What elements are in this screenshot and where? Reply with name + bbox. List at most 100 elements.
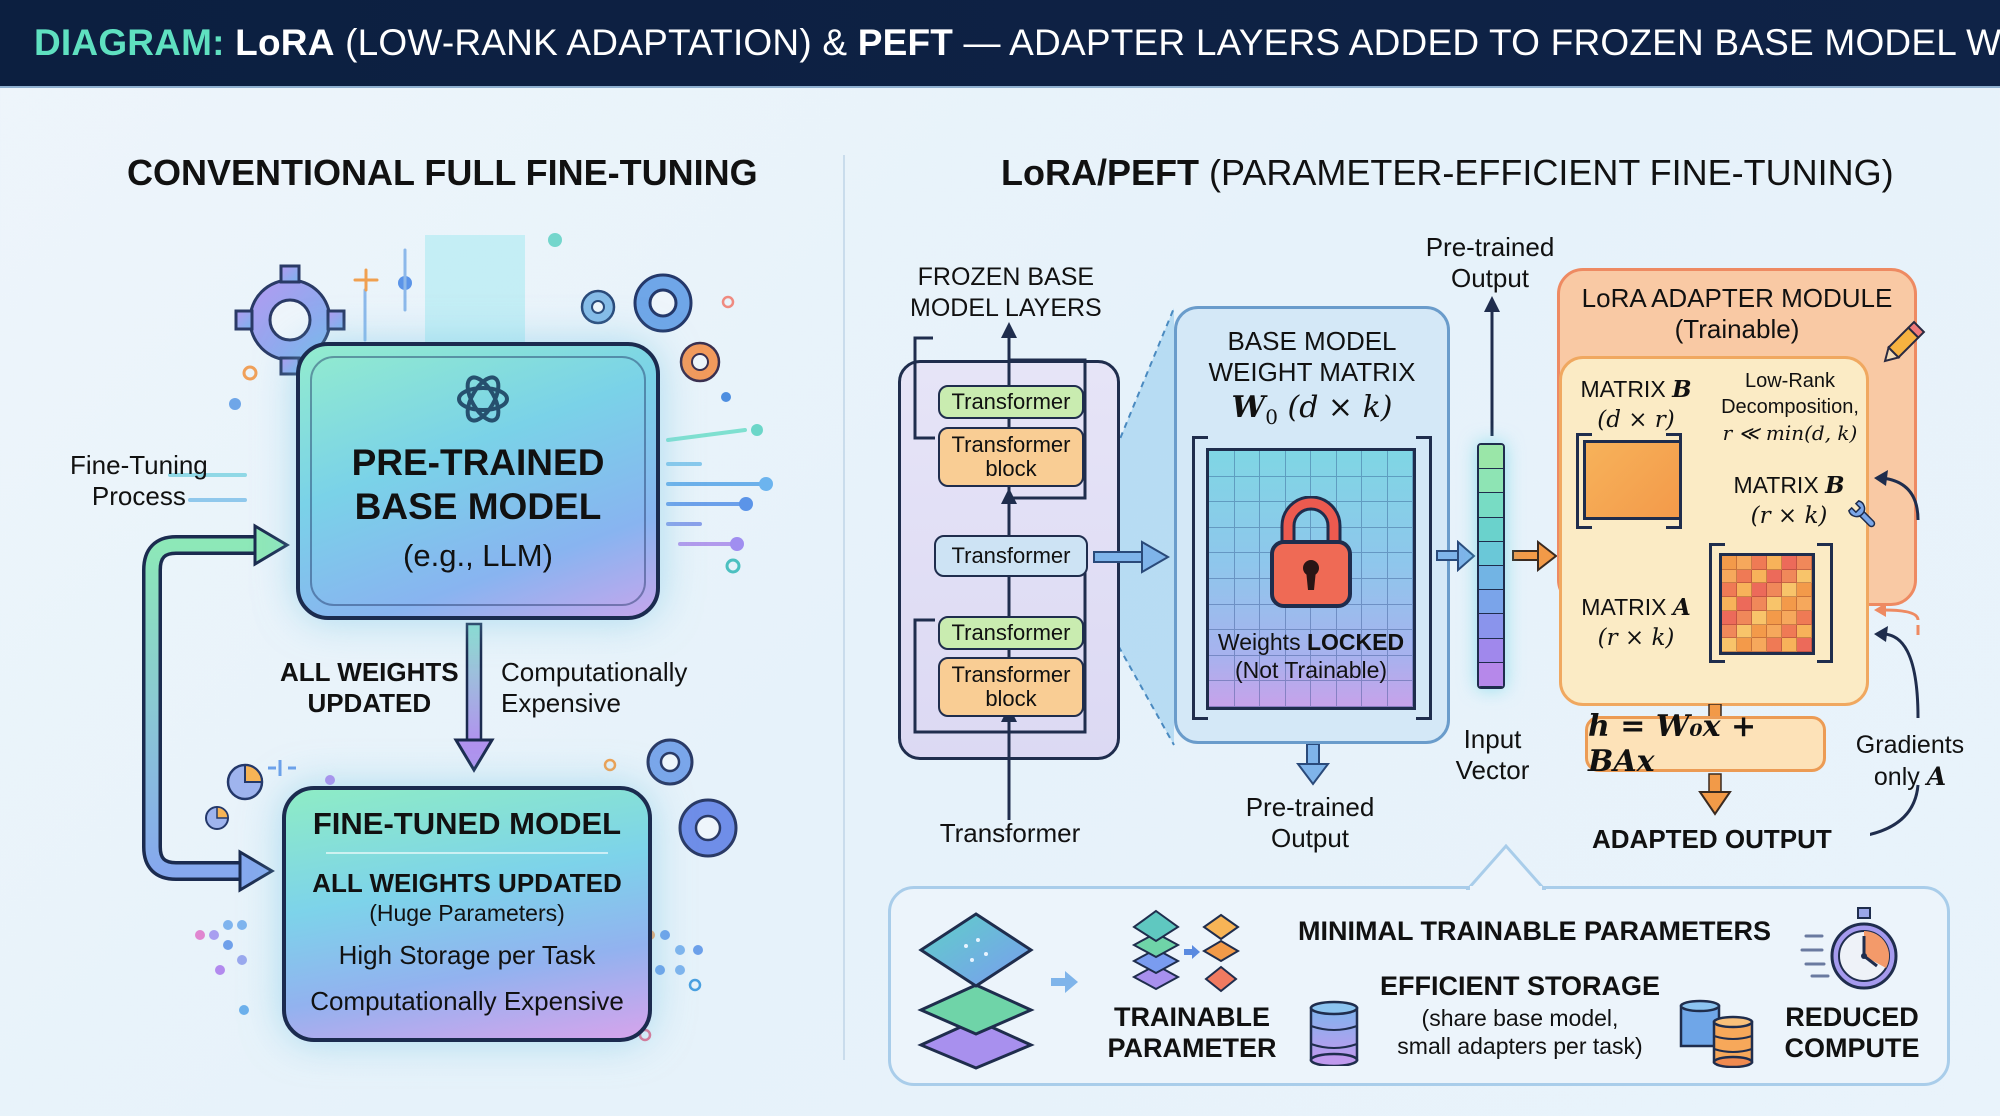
- matrix-b-grid: [1583, 440, 1682, 520]
- matrix-a-cell: [1752, 569, 1767, 584]
- input-vector: [1477, 443, 1505, 689]
- matrix-a-cell: [1737, 624, 1752, 639]
- weight-cell: [1362, 553, 1388, 579]
- matrix-a-cell: [1752, 624, 1767, 639]
- matrix-a-cell: [1722, 610, 1737, 625]
- weight-cell: [1209, 604, 1235, 631]
- weight-cell: [1209, 553, 1235, 579]
- circuit-lines: [168, 233, 773, 574]
- pretrained-line2: BASE MODEL: [354, 486, 602, 527]
- weight-cell: [1285, 604, 1311, 631]
- weight-cell: [1362, 630, 1388, 656]
- lowrank-line2: Decomposition,: [1721, 396, 1859, 418]
- minimal-trainable-label: MINIMAL TRAINABLE PARAMETERS: [1298, 916, 1771, 946]
- right-section-title: LoRA/PEFT (PARAMETER-EFFICIENT FINE-TUNI…: [1001, 152, 1894, 194]
- down-arrow-shaft: [465, 622, 483, 744]
- matrix-a-cell: [1752, 610, 1767, 625]
- pot-line2: Output: [1450, 263, 1530, 293]
- matrix-a-cell: [1752, 638, 1767, 652]
- input-vector-cell: [1479, 493, 1503, 518]
- matrix-a-cell: [1782, 638, 1797, 652]
- weight-cell: [1285, 630, 1311, 656]
- weight-cell: [1311, 604, 1337, 631]
- lora-subtitle: (Trainable): [1674, 314, 1800, 344]
- matrix-a-cell: [1797, 638, 1812, 652]
- loop-arrow: [145, 538, 270, 878]
- finetuned-line1: ALL WEIGHTS UPDATED: [312, 868, 622, 898]
- mata-sym: A: [1672, 594, 1691, 621]
- pot-line1: Pre-trained: [1425, 232, 1555, 262]
- weight-cell: [1387, 451, 1413, 477]
- benefits-callout-tip: [1466, 843, 1546, 890]
- input-vector-cell: [1479, 541, 1503, 567]
- left-decorations: [142, 233, 773, 1042]
- pob-line2: Output: [1270, 823, 1350, 853]
- matrix-a-cell: [1797, 624, 1812, 639]
- fine-tuning-process-label: Fine-Tuning Process: [70, 450, 208, 512]
- locked-prefix: Weights: [1217, 629, 1307, 655]
- weight-cell: [1209, 451, 1235, 477]
- matb1-sym: B: [1672, 376, 1692, 403]
- wrench-icon: [1848, 500, 1876, 528]
- left-section-title: CONVENTIONAL FULL FINE-TUNING: [127, 152, 758, 193]
- matrix-a-cell: [1767, 569, 1782, 584]
- gradient-arrows: [1870, 470, 1920, 836]
- matrix-a-cell: [1737, 583, 1752, 598]
- matrix-a-cell: [1767, 556, 1782, 570]
- gradients-only-label: Gradients only A: [1840, 730, 1980, 793]
- gear-icon: [646, 738, 694, 786]
- finetuned-title: FINE-TUNED MODEL: [312, 806, 622, 841]
- weight-cell: [1260, 451, 1286, 477]
- arrow-to-weights: [1093, 540, 1171, 574]
- loop-arrowhead-bottom: [238, 849, 275, 893]
- weight-cell: [1387, 527, 1413, 554]
- matrix-a-cell: [1797, 569, 1812, 584]
- ce-line2: Expensive: [501, 688, 621, 718]
- matrix-a-cell: [1752, 597, 1767, 611]
- weight-cell: [1362, 476, 1388, 503]
- matrix-b1-label: MATRIX B (d × r): [1576, 374, 1696, 435]
- weight-cell: [1362, 604, 1388, 631]
- frozen-line1: FROZEN BASE: [917, 263, 1095, 291]
- header-bar: DIAGRAM: LoRA (LOW-RANK ADAPTATION) & PE…: [0, 0, 2000, 88]
- pencil-icon: [1883, 320, 1926, 363]
- input-vector-cell: [1479, 662, 1503, 687]
- gear-icon: [679, 341, 721, 383]
- weight-cell: [1311, 681, 1337, 707]
- header-mid: (LOW-RANK ADAPTATION) &: [334, 22, 858, 63]
- finetuned-line3: High Storage per Task: [338, 940, 596, 970]
- matb2-dims: (r × k): [1750, 503, 1828, 529]
- weight-cell: [1234, 681, 1260, 707]
- openai-knot-icon: [457, 375, 509, 423]
- database-stack-icon: [1679, 999, 1754, 1068]
- weight-cell: [1285, 451, 1311, 477]
- low-rank-note: Low-Rank Decomposition, r ≪ min(d, k): [1706, 368, 1874, 446]
- matrix-a-cell: [1767, 624, 1782, 639]
- matb2-text: MATRIX: [1733, 472, 1826, 498]
- rc-line1: REDUCED: [1785, 1002, 1919, 1032]
- mata-bracket-right: [1817, 543, 1833, 663]
- frozen-line2: MODEL LAYERS: [910, 294, 1102, 322]
- input-vector-label: Input Vector: [1420, 724, 1565, 786]
- pretrained-title: PRE-TRAINED BASE MODEL: [300, 441, 656, 529]
- section-divider: [843, 155, 845, 1060]
- gear-icon: [633, 273, 693, 333]
- finetuned-line4: Computationally Expensive: [310, 986, 624, 1016]
- weight-cell: [1362, 579, 1388, 605]
- lowrank-line1: Low-Rank: [1744, 370, 1836, 392]
- matrix-a-cell: [1797, 583, 1812, 598]
- weight-cell: [1336, 476, 1362, 503]
- wm-title-line1: BASE MODEL: [1227, 326, 1397, 356]
- layers-stack-icon: [917, 912, 1035, 1070]
- pie-chart-icon: [205, 806, 229, 830]
- matrix-a-cell: [1722, 569, 1737, 584]
- pretrained-inner-frame: [310, 356, 646, 606]
- gear-icon: [678, 798, 738, 858]
- matrix-a-cell: [1722, 638, 1737, 652]
- formula-arrows: [1698, 704, 1732, 816]
- fine-tuned-model-box: FINE-TUNED MODEL ALL WEIGHTS UPDATED (Hu…: [282, 786, 652, 1042]
- awu-line2: UPDATED: [307, 688, 432, 718]
- matrix-a-cell: [1782, 597, 1797, 611]
- trainable-layers-icon: [1131, 909, 1240, 993]
- input-vector-cell: [1479, 638, 1503, 663]
